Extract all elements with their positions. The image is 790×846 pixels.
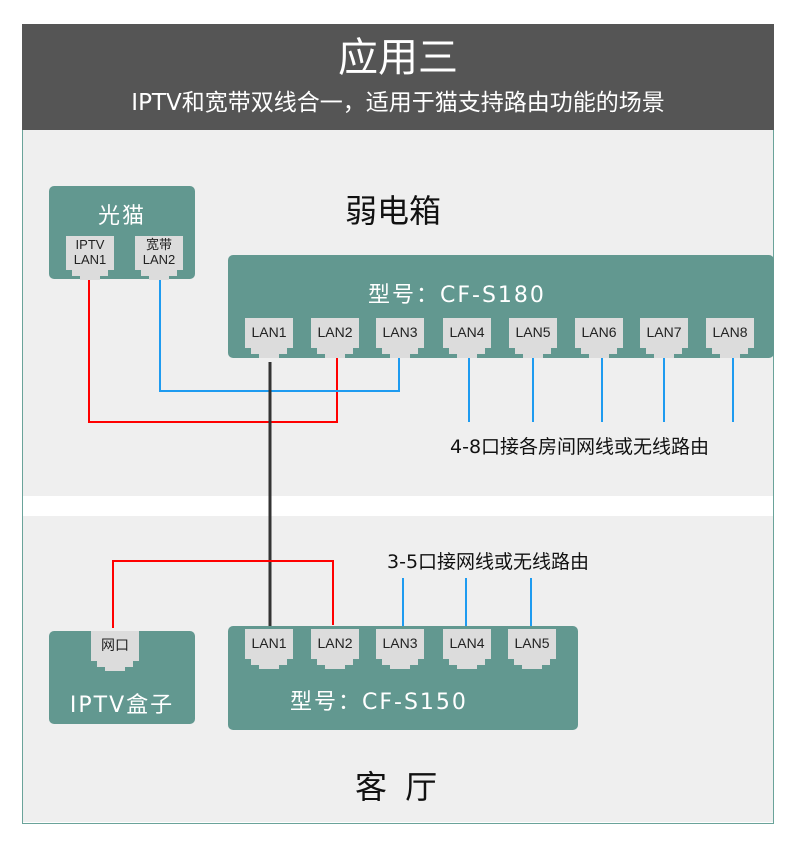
modem-port-line2: LAN1: [73, 252, 107, 267]
switch-cf-s150: LAN1 LAN2 LAN3 LAN4 LAN5 型号：CF-S150: [228, 626, 578, 730]
switch-top-port-lan8[interactable]: LAN8: [706, 318, 754, 360]
zone-label-living-room: 客 厅: [355, 768, 442, 806]
port-label: LAN4: [449, 324, 485, 340]
switch-cf-s180: 型号：CF-S180 LAN1 LAN2 LAN3 LAN4 LAN5 LAN6…: [228, 255, 774, 358]
top-switch-note: 4-8口接各房间网线或无线路由: [450, 436, 710, 458]
switch-bottom-port-lan4[interactable]: LAN4: [443, 629, 491, 671]
port-label: LAN4: [449, 635, 485, 651]
port-label: LAN1: [251, 635, 287, 651]
switch-bottom-port-lan2[interactable]: LAN2: [311, 629, 359, 671]
switch-top-port-lan7[interactable]: LAN7: [640, 318, 688, 360]
iptv-box-port[interactable]: 网口: [91, 631, 139, 673]
modem-port-line2: LAN2: [142, 252, 176, 267]
port-label: LAN3: [382, 635, 418, 651]
modem-port-line1: 宽带: [145, 237, 172, 252]
modem-port-line1: IPTV: [75, 237, 105, 252]
port-label: LAN7: [646, 324, 682, 340]
port-label: LAN6: [581, 324, 617, 340]
port-label: LAN3: [382, 324, 418, 340]
switch-top-port-lan2[interactable]: LAN2: [311, 318, 359, 360]
port-label: LAN5: [514, 635, 550, 651]
switch-cf-s180-model: 型号：CF-S180: [368, 283, 546, 308]
port-label: LAN2: [317, 324, 353, 340]
port-label: LAN2: [317, 635, 353, 651]
zone-label-weak-current-box: 弱电箱: [345, 192, 442, 230]
optical-modem-title: 光猫: [97, 204, 146, 229]
header: 应用三 IPTV和宽带双线合一，适用于猫支持路由功能的场景: [22, 24, 774, 130]
port-label: 网口: [101, 637, 129, 653]
switch-top-port-lan1[interactable]: LAN1: [245, 318, 293, 360]
port-label: LAN5: [515, 324, 551, 340]
iptv-box-title: IPTV盒子: [69, 693, 175, 718]
switch-cf-s150-model: 型号：CF-S150: [290, 690, 468, 715]
switch-top-port-lan4[interactable]: LAN4: [443, 318, 491, 360]
port-label: LAN1: [251, 324, 287, 340]
switch-top-port-lan6[interactable]: LAN6: [575, 318, 623, 360]
switch-top-port-lan3[interactable]: LAN3: [376, 318, 424, 360]
port-label: LAN8: [712, 324, 748, 340]
switch-bottom-port-lan1[interactable]: LAN1: [245, 629, 293, 671]
iptv-box: 网口 IPTV盒子: [49, 631, 195, 724]
page-title: 应用三: [338, 35, 458, 81]
bottom-switch-note: 3-5口接网线或无线路由: [387, 551, 590, 573]
switch-bottom-port-lan5[interactable]: LAN5: [508, 629, 556, 671]
switch-top-port-lan5[interactable]: LAN5: [509, 318, 557, 360]
switch-bottom-port-lan3[interactable]: LAN3: [376, 629, 424, 671]
page-subtitle: IPTV和宽带双线合一，适用于猫支持路由功能的场景: [131, 90, 665, 116]
